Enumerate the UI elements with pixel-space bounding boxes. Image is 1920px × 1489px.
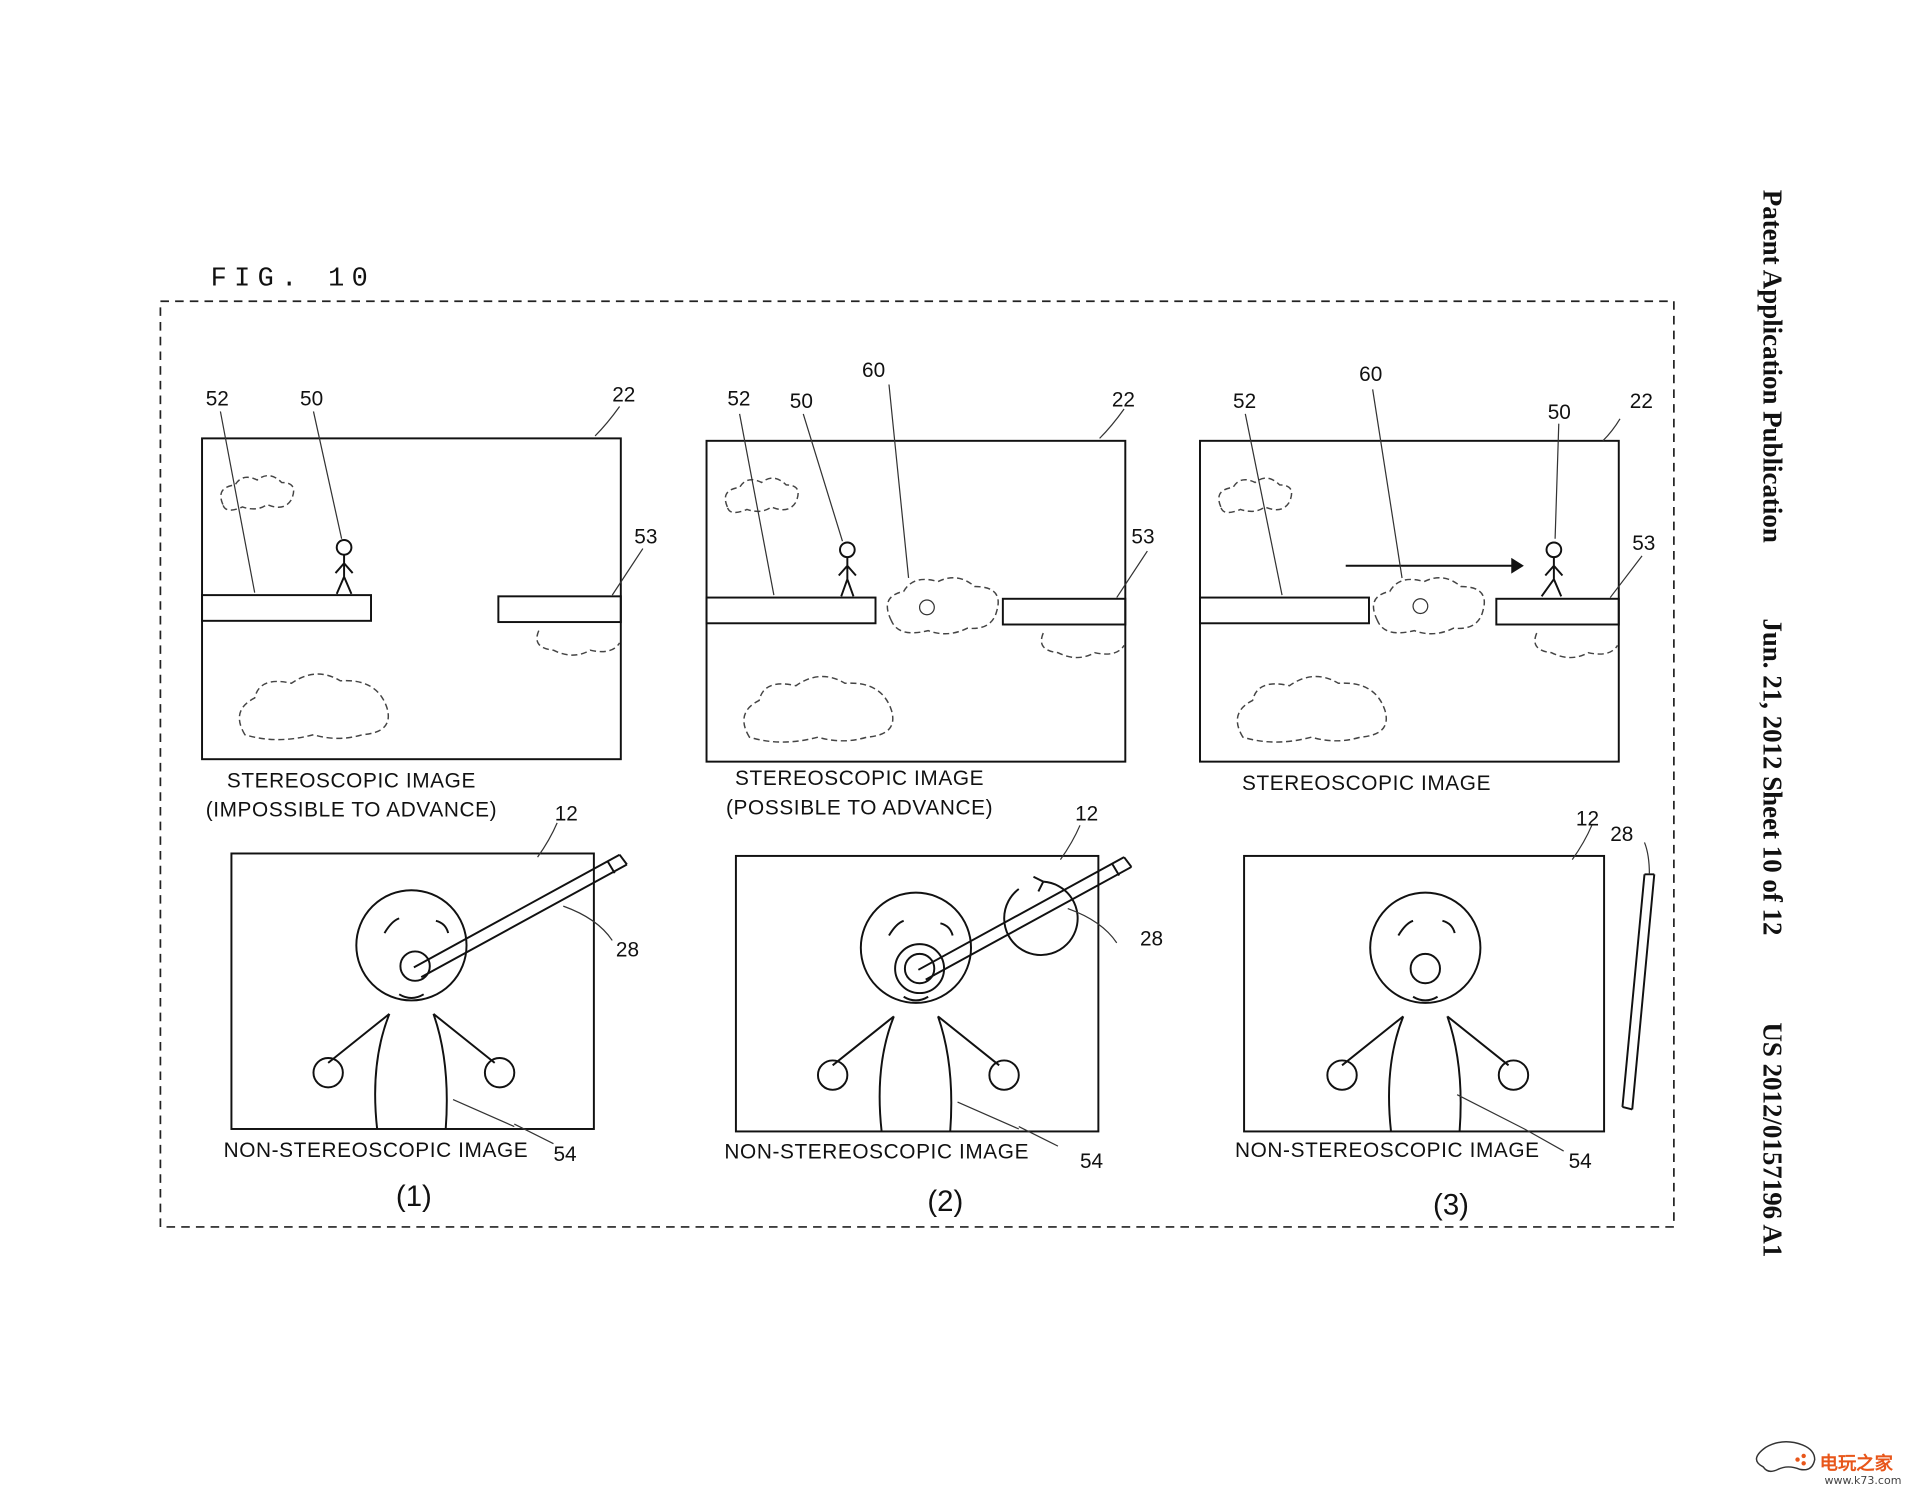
ref-52: 52 [727,387,750,410]
ref-60: 60 [1359,363,1382,386]
movement-arrow [1345,557,1524,574]
cloud-bridge-60 [886,577,999,635]
stereoscopic-screen: 52 50 22 53 [201,384,657,761]
rotation-gesture-icon [1003,875,1079,956]
top-caption-line-1: STEREOSCOPIC IMAGE [227,769,476,792]
platform-53 [1495,597,1620,626]
platform-53 [497,595,622,624]
cloud [238,673,389,741]
bottom-caption: NON-STEREOSCOPIC IMAGE [1235,1139,1540,1162]
watermark-url: www.k73.com [1824,1474,1901,1487]
cloud [743,675,894,743]
ref-53: 53 [1632,532,1655,555]
ref-50: 50 [1548,401,1571,424]
gamepad-icon [1755,1441,1816,1473]
publication-label: Patent Application Publication [1757,190,1787,543]
ref-54: 54 [1569,1150,1592,1173]
non-stereoscopic-screen: 12 28 54 [1243,807,1656,1173]
platform-52 [705,596,877,625]
platform-52 [1199,596,1370,625]
ref-54: 54 [1080,1150,1103,1173]
ref-60: 60 [862,359,885,382]
publication-number: US 2012/0157196 A1 [1757,1022,1787,1257]
ref-52: 52 [1233,390,1256,413]
ref-28: 28 [1610,823,1633,846]
ref-52: 52 [206,387,229,410]
ref-50: 50 [790,390,813,413]
ref-22: 22 [1112,389,1135,412]
player-character [838,541,857,597]
non-stereoscopic-screen: 12 28 54 [734,802,1163,1173]
cloud [1218,477,1293,514]
ref-54: 54 [553,1143,576,1166]
platform-52 [201,594,372,622]
top-caption-line-2: (POSSIBLE TO ADVANCE) [726,796,993,819]
stereoscopic-screen: 52 50 60 22 53 [705,359,1155,763]
watermark-name: 电玩之家 [1820,1452,1894,1474]
cloud [220,474,295,511]
stereoscopic-screen: 52 60 50 22 53 [1199,363,1655,763]
ref-12: 12 [1075,802,1098,825]
platform-53 [1001,597,1127,626]
ref-12: 12 [555,802,578,825]
ref-53: 53 [1131,526,1154,549]
figure-border [159,300,1675,1228]
character-face [312,889,516,1130]
character-face [816,891,1020,1132]
watermark-logo: 电玩之家 www.k73.com [1755,1441,1901,1487]
cloud [1534,632,1619,659]
ref-22: 22 [612,384,635,407]
date-sheet-label: Jun. 21, 2012 Sheet 10 of 12 [1757,618,1787,935]
ref-28: 28 [1140,927,1163,950]
cloud [1040,632,1125,659]
top-caption-line-1: STEREOSCOPIC IMAGE [1242,772,1491,795]
cloud [536,630,621,656]
panel-2: 52 50 60 22 53 STEREOSCOPIC IMAGE (POSSI… [705,359,1163,1218]
non-stereoscopic-screen: 12 28 54 [230,802,639,1166]
top-caption-line-1: STEREOSCOPIC IMAGE [735,767,984,790]
panel-1: 52 50 22 53 STEREOSCOPIC IMAGE (IMPOSSIB… [201,384,657,1213]
bottom-caption: NON-STEREOSCOPIC IMAGE [724,1140,1029,1163]
page-header: Patent Application Publication Jun. 21, … [1757,190,1787,1257]
player-character [1540,541,1564,597]
cloud [724,477,799,514]
player-character [334,539,354,595]
top-caption-line-2: (IMPOSSIBLE TO ADVANCE) [206,799,497,822]
figure-title: FIG. 10 [211,264,376,294]
ref-22: 22 [1630,390,1653,413]
panel-3: 52 60 50 22 53 STEREOSCOPIC IMAGE 12 28 … [1199,363,1656,1222]
ref-12: 12 [1576,807,1599,830]
stylus [413,853,628,979]
stylus [917,856,1133,981]
ref-53: 53 [634,526,657,549]
bottom-caption: NON-STEREOSCOPIC IMAGE [224,1139,529,1162]
panel-index-label: (2) [927,1185,963,1218]
stylus [1621,873,1656,1111]
character-face [1326,891,1530,1132]
cloud [1236,675,1387,743]
panel-index-label: (3) [1433,1189,1469,1222]
ref-28: 28 [616,938,639,961]
panel-index-label: (1) [396,1180,432,1213]
ref-50: 50 [300,387,323,410]
cloud-bridge-60 [1372,577,1485,635]
